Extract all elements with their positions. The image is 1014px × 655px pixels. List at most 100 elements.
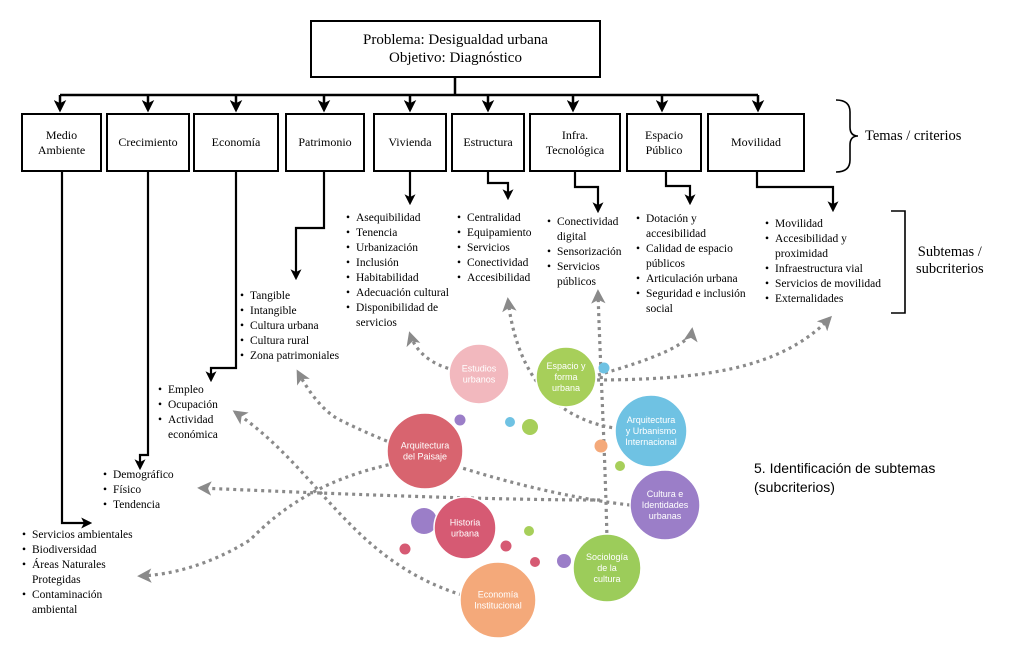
dot [598,362,610,374]
theme-connectors [53,77,765,113]
dot [505,417,515,427]
subtheme-list-espacio-publico: Dotación y accesibilidadCalidad de espac… [636,212,748,317]
dot [411,508,437,534]
subtheme-item: Actividad económica [158,413,238,443]
dot [454,414,466,426]
subtheme-item: Conectividad digital [547,215,637,245]
subtheme-list-patrimonio: TangibleIntangibleCultura urbanaCultura … [240,289,350,364]
subtheme-item: Equipamiento [457,226,547,241]
subtheme-item: Accesibilidad y proximidad [765,232,893,262]
subtheme-item: Infraestructura vial [765,262,893,277]
step-caption: 5. Identificación de subtemas (subcriter… [754,460,936,495]
subtheme-item: Demográfico [103,468,193,483]
subtheme-list-medio-ambiente: Servicios ambientalesBiodiversidadÁreas … [22,528,140,618]
subtheme-item: Zona patrimoniales [240,349,350,364]
subtheme-list-economia: EmpleoOcupaciónActividad económica [158,383,238,443]
discipline-circle [433,496,497,560]
dot [594,439,608,453]
subtheme-item: Accesibilidad [457,271,547,286]
subtheme-connectors [60,172,839,529]
dot [522,419,538,435]
subtheme-item: Áreas Naturales Protegidas [22,558,140,588]
discipline-circle [629,469,701,541]
subtheme-list-movilidad: MovilidadAccesibilidad y proximidadInfra… [765,217,893,307]
subtheme-item: Servicios ambientales [22,528,140,543]
decorative-dots [399,362,642,568]
subtheme-item: Tendencia [103,498,193,513]
subtheme-list-vivienda: AsequibilidadTenenciaUrbanizaciónInclusi… [346,211,456,331]
subtheme-item: Articulación urbana [636,272,748,287]
subtheme-item: Centralidad [457,211,547,226]
theme-movilidad: Movilidad [707,113,805,172]
subtheme-item: Calidad de espacio públicos [636,242,748,272]
theme-economia: Economía [193,113,279,172]
subtheme-item: Sensorización [547,245,637,260]
themes-bracket-label: Temas / criterios [865,128,962,144]
dot [615,461,625,471]
problem-objective-box: Problema: Desigualdad urbana Objetivo: D… [310,20,601,78]
subtheme-item: Intangible [240,304,350,319]
subtheme-item: Biodiversidad [22,543,140,558]
subtheme-list-crecimiento: DemográficoFísicoTendencia [103,468,193,513]
subtheme-item: Servicios de movilidad [765,277,893,292]
subtheme-item: Tenencia [346,226,456,241]
theme-crecimiento: Crecimiento [106,113,190,172]
subtheme-item: Asequibilidad [346,211,456,226]
subtheme-item: Seguridad e inclusión social [636,287,748,317]
subtheme-item: Servicios públicos [547,260,637,290]
dot [530,557,540,567]
subtheme-item: Adecuación cultural [346,286,456,301]
subtheme-item: Movilidad [765,217,893,232]
subtheme-item: Físico [103,483,193,498]
discipline-circle [614,394,688,468]
theme-infra-tecnologica: Infra. Tecnológica [529,113,621,172]
discipline-circle [572,533,642,603]
theme-estructura: Estructura [451,113,525,172]
discipline-circle [459,561,537,639]
dot [524,526,534,536]
problem-text: Problema: Desigualdad urbana [363,32,548,48]
subtheme-item: Ocupación [158,398,238,413]
subtheme-item: Externalidades [765,292,893,307]
subthemes-bracket-label: Subtemas / subcriterios [916,244,984,278]
subtheme-item: Conectividad [457,256,547,271]
subtheme-item: Inclusión [346,256,456,271]
subtheme-item: Habitabilidad [346,271,456,286]
discipline-circle [535,346,597,408]
subtheme-item: Empleo [158,383,238,398]
subtheme-item: Servicios [457,241,547,256]
subtheme-item: Cultura rural [240,334,350,349]
subtheme-list-estructura: CentralidadEquipamientoServiciosConectiv… [457,211,547,286]
objective-text: Objetivo: Diagnóstico [389,50,522,66]
subtheme-item: Dotación y accesibilidad [636,212,748,242]
theme-espacio-publico: Espacio Público [626,113,702,172]
theme-patrimonio: Patrimonio [285,113,365,172]
discipline-circle [386,412,464,490]
dot [500,540,512,552]
subtheme-item: Cultura urbana [240,319,350,334]
dot [557,554,571,568]
theme-medio-ambiente: Medio Ambiente [21,113,102,172]
subtheme-item: Tangible [240,289,350,304]
subtheme-item: Contaminación ambiental [22,588,140,618]
discipline-circle [448,343,510,405]
dot [399,543,411,555]
